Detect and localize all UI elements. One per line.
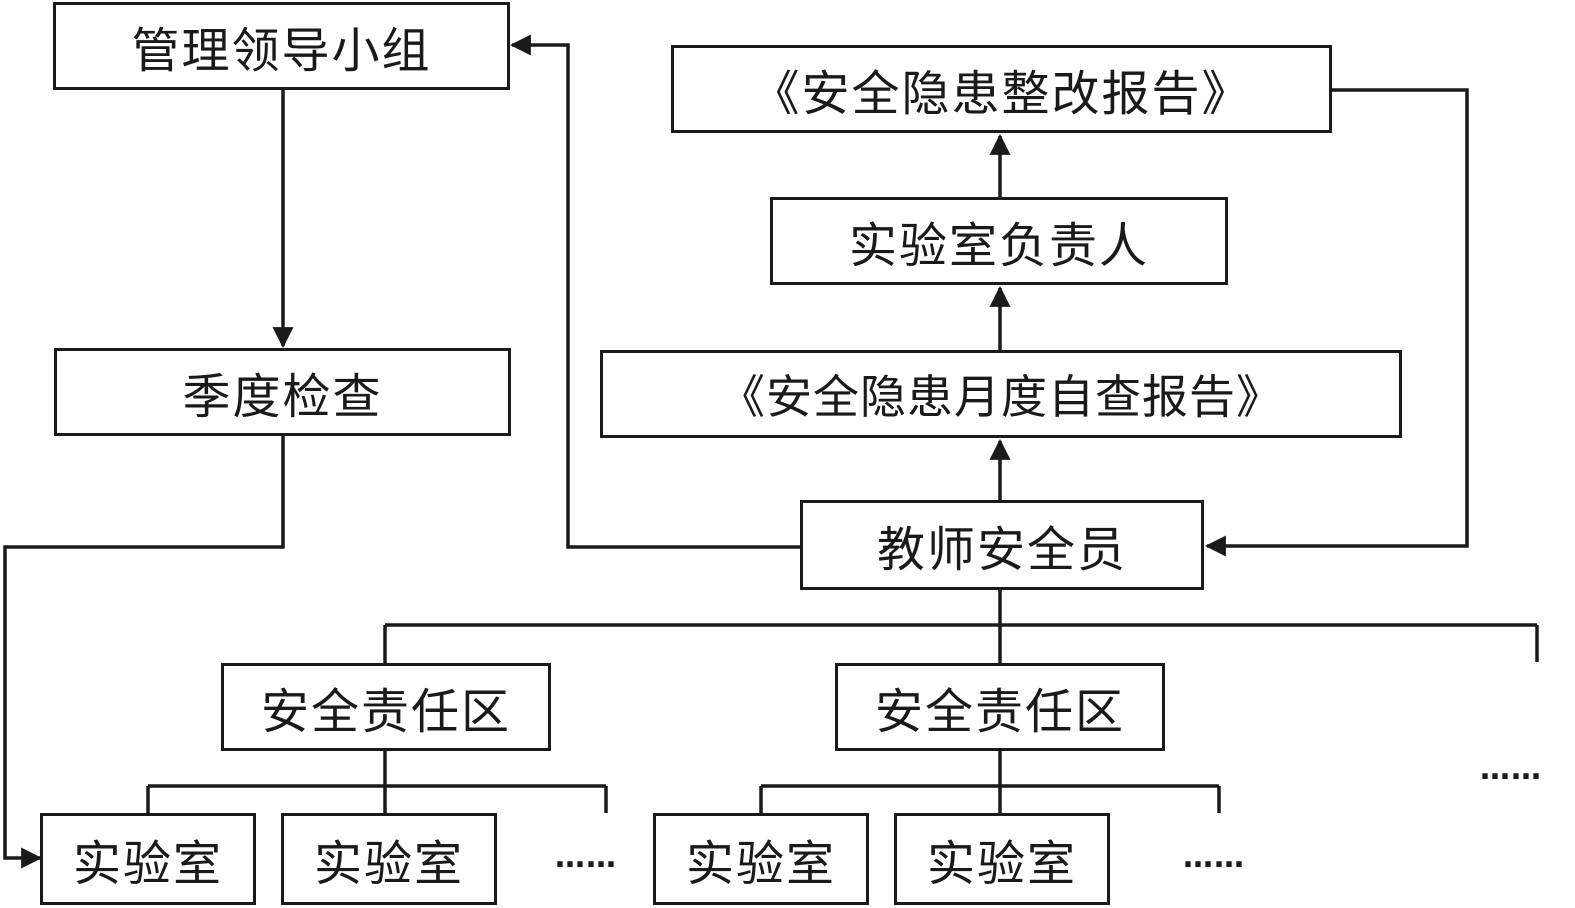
node-safety-zone-2-label: 安全责任区 bbox=[874, 684, 1125, 740]
node-lab-head-label: 实验室负责人 bbox=[848, 218, 1149, 274]
zone-more-ellipsis: …… bbox=[1480, 752, 1542, 787]
node-lab-2: 实验室 bbox=[281, 813, 497, 905]
node-lab-1-label: 实验室 bbox=[72, 836, 223, 892]
node-rectification-report-label: 《安全隐患整改报告》 bbox=[751, 66, 1252, 122]
node-monthly-report-label: 《安全隐患月度自查报告》 bbox=[719, 370, 1283, 424]
node-leadership-group-label: 管理领导小组 bbox=[131, 23, 432, 79]
node-monthly-report: 《安全隐患月度自查报告》 bbox=[600, 350, 1402, 438]
node-lab-4-label: 实验室 bbox=[926, 836, 1077, 892]
arrow-officer-to-leadership bbox=[509, 34, 800, 549]
node-quarterly-check: 季度检查 bbox=[54, 348, 511, 436]
node-lab-2-label: 实验室 bbox=[313, 836, 464, 892]
node-safety-zone-1: 安全责任区 bbox=[221, 663, 551, 751]
labs-more-ellipsis-2: …… bbox=[1183, 840, 1245, 875]
node-lab-head: 实验室负责人 bbox=[770, 197, 1228, 285]
labs-more-ellipsis-1: …… bbox=[555, 840, 617, 875]
arrow-quarterly-to-lab bbox=[3, 436, 285, 869]
node-quarterly-check-label: 季度检查 bbox=[182, 369, 383, 425]
node-teacher-safety-officer-label: 教师安全员 bbox=[876, 522, 1127, 578]
node-safety-zone-1-label: 安全责任区 bbox=[260, 684, 511, 740]
node-lab-4: 实验室 bbox=[894, 813, 1110, 905]
node-lab-1: 实验室 bbox=[40, 813, 256, 905]
arrow-rectification-to-officer bbox=[1204, 88, 1469, 557]
node-teacher-safety-officer: 教师安全员 bbox=[800, 500, 1204, 590]
node-rectification-report: 《安全隐患整改报告》 bbox=[671, 45, 1332, 133]
node-safety-zone-2: 安全责任区 bbox=[835, 663, 1165, 751]
node-lab-3: 实验室 bbox=[653, 813, 869, 905]
node-leadership-group: 管理领导小组 bbox=[53, 2, 510, 90]
node-lab-3-label: 实验室 bbox=[685, 836, 836, 892]
